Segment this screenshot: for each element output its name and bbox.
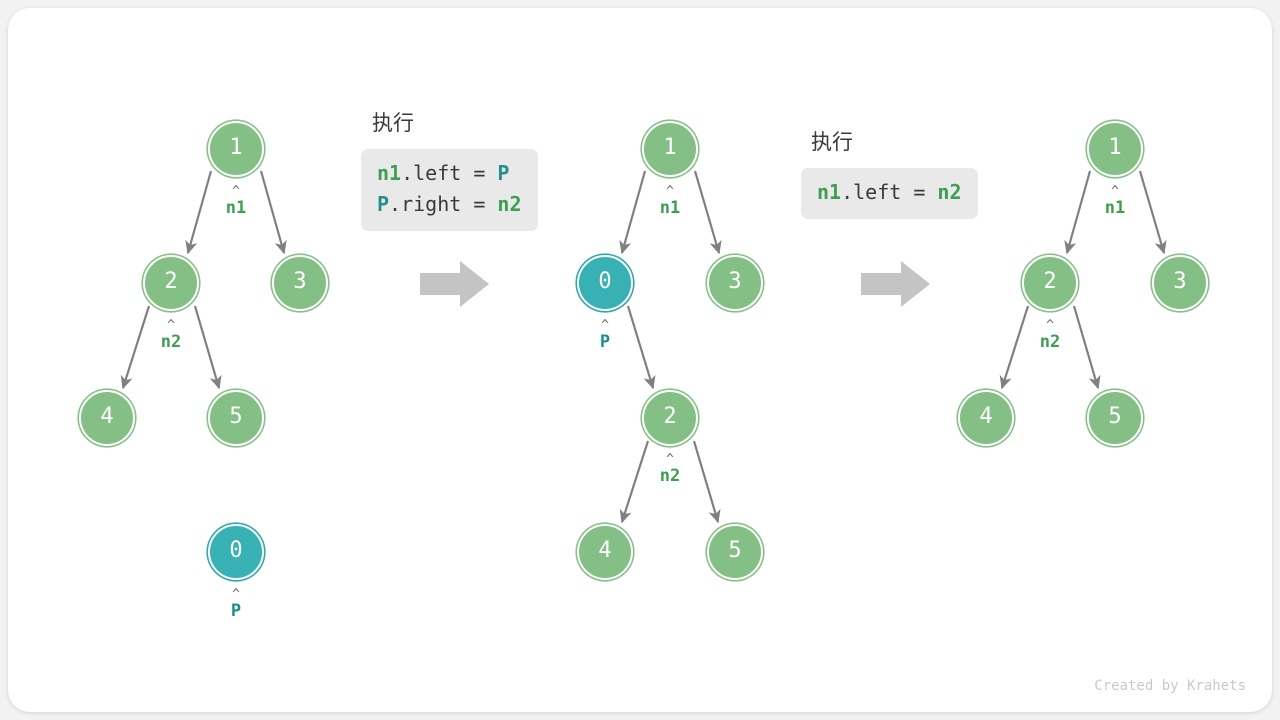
tree1-pointer-n2: ^ n2 — [141, 318, 201, 353]
code-token-right-assign: .right = — [389, 192, 498, 216]
node-value: 3 — [1173, 269, 1187, 294]
tree3-node-2[interactable]: 2 — [1022, 255, 1078, 311]
pointer-label: P — [230, 601, 242, 621]
tree2-node-1[interactable]: 1 — [642, 121, 698, 177]
caret-icon: ^ — [232, 184, 240, 199]
pointer-label: n1 — [225, 198, 247, 218]
step2-caption: 执行 — [372, 111, 414, 135]
tree2-node-3[interactable]: 3 — [707, 255, 763, 311]
step2-code-block: n1.left = P P.right = n2 — [361, 149, 538, 231]
node-value: 4 — [979, 404, 993, 429]
node-value: 4 — [598, 538, 612, 563]
step-arrow-1 — [420, 261, 489, 307]
code-token-n2: n2 — [497, 192, 522, 216]
caret-icon: ^ — [1111, 184, 1119, 199]
tree1-node-2[interactable]: 2 — [143, 255, 199, 311]
tree1-node-1[interactable]: 1 — [208, 121, 264, 177]
tree2-pointer-n1: ^ n1 — [640, 184, 700, 219]
tree1-node-3[interactable]: 3 — [272, 255, 328, 311]
tree2-node-5[interactable]: 5 — [707, 524, 763, 580]
caret-icon: ^ — [666, 184, 674, 199]
node-value: 0 — [598, 269, 612, 294]
tree2-node-0[interactable]: 0 — [577, 255, 633, 311]
node-value: 5 — [1108, 404, 1122, 429]
step3-caption: 执行 — [811, 130, 853, 154]
node-value: 2 — [164, 269, 178, 294]
tree3-node-5[interactable]: 5 — [1087, 390, 1143, 446]
tree2-pointer-p: ^ P — [575, 318, 635, 353]
step-arrow-2 — [861, 261, 930, 307]
node-value: 1 — [663, 135, 677, 160]
caret-icon: ^ — [666, 452, 674, 467]
node-value: 4 — [100, 404, 114, 429]
code-token-left-assign: .left = — [401, 161, 498, 185]
node-value: 0 — [229, 538, 243, 563]
tree1-node-5[interactable]: 5 — [208, 390, 264, 446]
code-token-p: P — [497, 161, 510, 185]
node-value: 2 — [1043, 269, 1057, 294]
pointer-label: n2 — [1039, 332, 1061, 352]
code-token-n1: n1 — [377, 161, 402, 185]
tree1-node-4[interactable]: 4 — [79, 390, 135, 446]
tree3-pointer-n1: ^ n1 — [1085, 184, 1145, 219]
pointer-label: n1 — [1104, 198, 1126, 218]
caret-icon: ^ — [232, 587, 240, 602]
tree1-node-0-detached[interactable]: 0 — [208, 524, 264, 580]
tree3-node-3[interactable]: 3 — [1152, 255, 1208, 311]
pointer-label: n2 — [160, 332, 182, 352]
tree2-node-4[interactable]: 4 — [577, 524, 633, 580]
step3-code-block: n1.left = n2 — [801, 168, 978, 219]
tree1-pointer-p: ^ P — [206, 587, 266, 622]
code-token-p2: P — [377, 192, 390, 216]
caret-icon: ^ — [167, 318, 175, 333]
code-token-n1: n1 — [817, 180, 842, 204]
tree3-node-4[interactable]: 4 — [958, 390, 1014, 446]
caret-icon: ^ — [601, 318, 609, 333]
node-value: 1 — [1108, 135, 1122, 160]
tree1-pointer-n1: ^ n1 — [206, 184, 266, 219]
pointer-label: P — [599, 332, 611, 352]
node-value: 1 — [229, 135, 243, 160]
tree-edges — [120, 170, 1167, 524]
pointer-label: n1 — [659, 198, 681, 218]
node-value: 3 — [728, 269, 742, 294]
diagram-stage: 1 ^ n1 2 ^ n2 3 4 5 0 ^ P — [8, 8, 1272, 712]
node-value: 3 — [293, 269, 307, 294]
pointer-label: n2 — [659, 466, 681, 486]
node-value: 2 — [663, 404, 677, 429]
footer-credit: Created by Krahets — [1094, 678, 1246, 694]
tree2-pointer-n2: ^ n2 — [640, 452, 700, 487]
diagram-card: 1 ^ n1 2 ^ n2 3 4 5 0 ^ P — [8, 8, 1272, 712]
code-token-left-assign: .left = — [841, 180, 938, 204]
node-value: 5 — [229, 404, 243, 429]
node-value: 5 — [728, 538, 742, 563]
tree2-node-2[interactable]: 2 — [642, 390, 698, 446]
tree3-node-1[interactable]: 1 — [1087, 121, 1143, 177]
caret-icon: ^ — [1046, 318, 1054, 333]
code-token-n2: n2 — [937, 180, 962, 204]
tree3-pointer-n2: ^ n2 — [1020, 318, 1080, 353]
